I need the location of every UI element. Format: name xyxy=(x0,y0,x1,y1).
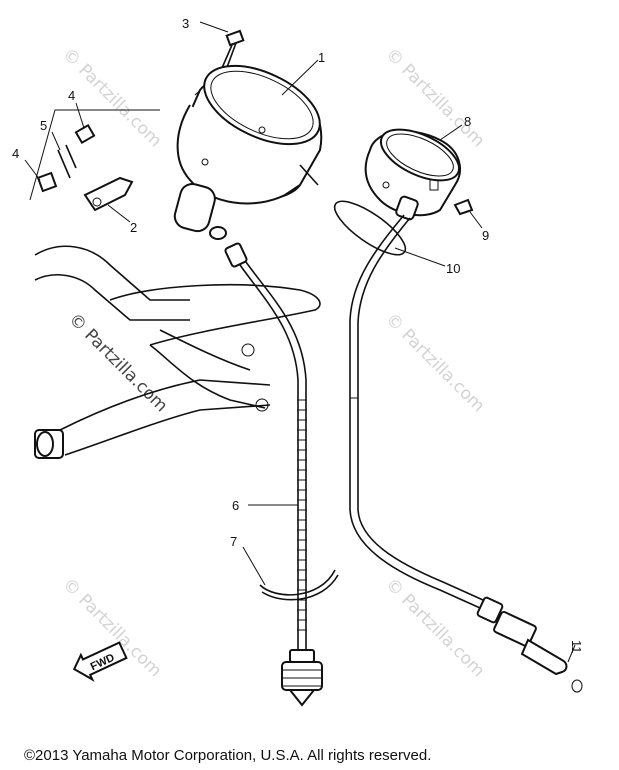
speedometer-part-1 xyxy=(173,64,323,240)
callout-10: 10 xyxy=(446,261,460,276)
handlebar xyxy=(34,245,321,459)
callout-3: 3 xyxy=(182,16,189,31)
leader-7 xyxy=(242,546,266,586)
fwd-arrow: FWD xyxy=(72,641,128,682)
leader-9 xyxy=(469,211,483,229)
watermark-5: © Partzilla.com xyxy=(381,574,488,681)
leader-5 xyxy=(51,131,61,151)
bulb-part-9 xyxy=(453,198,474,216)
leader-11 xyxy=(567,644,576,663)
leader-4a xyxy=(75,102,85,129)
leader-8 xyxy=(439,124,463,141)
callout-11: 11 xyxy=(569,640,584,654)
bracket-group xyxy=(29,109,160,212)
watermark-dark: © Partzilla.com xyxy=(64,309,171,416)
tachometer-part-8 xyxy=(364,128,461,221)
leader-1 xyxy=(281,59,319,96)
callout-7: 7 xyxy=(230,534,237,549)
watermark-3: © Partzilla.com xyxy=(381,309,488,416)
tachometer-cable-part-11 xyxy=(349,214,583,693)
callout-8: 8 xyxy=(464,114,471,129)
callout-9: 9 xyxy=(482,228,489,243)
bolt-part-3 xyxy=(221,29,245,71)
leader-2 xyxy=(107,204,131,223)
o-ring-part-10 xyxy=(333,200,407,256)
leader-10 xyxy=(394,247,446,267)
speedometer-cable-part-6 xyxy=(224,242,323,707)
callout-4b: 4 xyxy=(12,146,19,161)
callout-5: 5 xyxy=(40,118,47,133)
leader-4b xyxy=(24,159,41,181)
callout-1: 1 xyxy=(318,50,325,65)
cable-band-part-7 xyxy=(259,569,339,601)
leader-3 xyxy=(199,21,229,33)
callout-6: 6 xyxy=(232,498,239,513)
copyright-notice: ©2013 Yamaha Motor Corporation, U.S.A. A… xyxy=(24,747,431,764)
callout-4a: 4 xyxy=(68,88,75,103)
callout-2: 2 xyxy=(130,220,137,235)
